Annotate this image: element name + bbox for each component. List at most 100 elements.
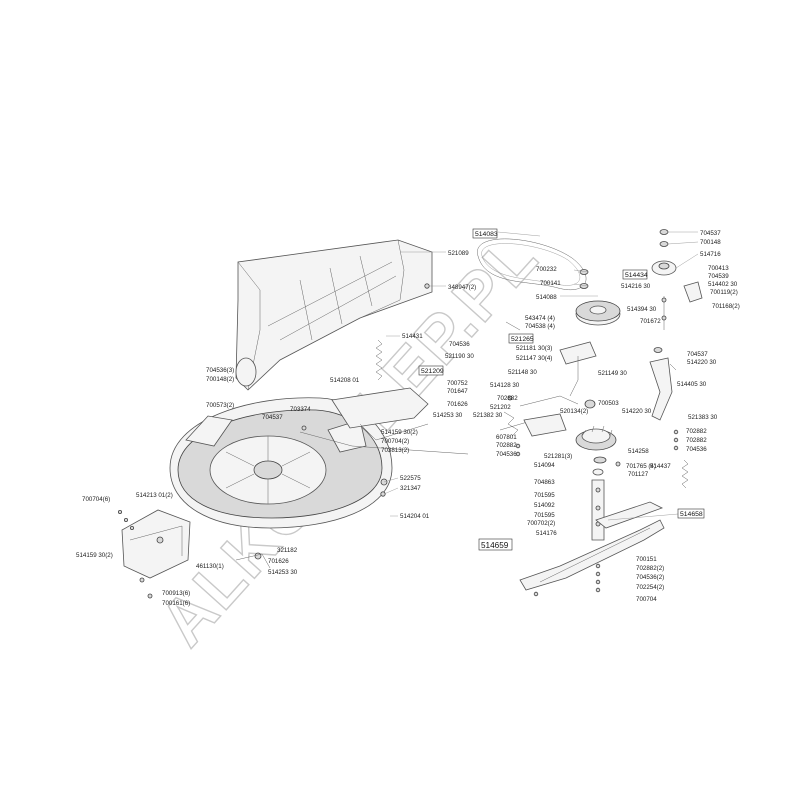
part-label: 520134(2) <box>560 408 588 415</box>
part-label: 521281(3) <box>544 453 572 460</box>
part-label: 700573(2) <box>206 402 234 409</box>
part-label: 514092 <box>534 502 555 509</box>
part-label: 700148(2) <box>206 376 234 383</box>
part-label: 700752 <box>447 380 468 387</box>
part-label: 704536(2) <box>636 574 664 581</box>
part-label: 702882(2) <box>636 565 664 572</box>
part-label: 700704(6) <box>82 496 110 503</box>
boxed-label: 514658 <box>680 511 703 518</box>
part-label: 704538 (4) <box>525 323 555 330</box>
part-label: 321182 <box>277 547 298 554</box>
part-label: 701595 <box>534 492 555 499</box>
part-label: 704537 <box>687 351 708 358</box>
part-label: 514402 30 <box>708 281 738 288</box>
part-label: 704537 <box>700 230 721 237</box>
mower-deck <box>169 397 393 560</box>
part-label: 514258 <box>628 448 649 455</box>
part-label: 514128 30 <box>490 382 520 389</box>
part-label: 521202 <box>490 404 511 411</box>
part-label: 701595 <box>534 512 555 519</box>
part-label: 704536 <box>496 451 517 458</box>
mower-blade <box>519 501 665 597</box>
side-plate <box>118 509 271 599</box>
part-label: 701647 <box>447 388 468 395</box>
main-pulley <box>575 269 621 326</box>
part-label: 700913(6) <box>162 590 190 597</box>
tension-arm <box>499 321 597 457</box>
part-label: 700161(6) <box>162 600 190 607</box>
part-label: 514253 30 <box>268 569 298 576</box>
part-label: 700413 <box>708 265 729 272</box>
part-label: 701626 <box>447 401 468 408</box>
right-pulley-assembly <box>649 229 703 451</box>
part-label: 514216 30 <box>621 283 651 290</box>
part-label: 514253 30 <box>433 412 463 419</box>
part-label: 704536 <box>686 446 707 453</box>
part-label: 701765 (4) <box>626 463 656 470</box>
part-label: 514220 30 <box>622 408 652 415</box>
part-label: 514394 30 <box>627 306 657 313</box>
part-label: 700704(2) <box>381 438 409 445</box>
part-label: 701127 <box>628 471 649 478</box>
part-label: 701626 <box>268 558 289 565</box>
part-label: 704536 <box>449 341 470 348</box>
part-label: 514716 <box>700 251 721 258</box>
part-label: 704536(3) <box>206 367 234 374</box>
part-label: 521148 30 <box>508 369 537 376</box>
part-label: 522575 <box>400 475 421 482</box>
part-label: 514431 <box>402 333 423 340</box>
part-label: 700503 <box>598 400 619 407</box>
part-label: 461130(1) <box>196 563 224 570</box>
part-label: 703374 <box>290 406 311 413</box>
leader-lines <box>383 231 699 521</box>
part-label: 521382 30 <box>473 412 503 419</box>
spring-left <box>375 339 383 381</box>
part-label: 521147 30(4) <box>516 355 552 362</box>
part-label: 702882 <box>686 428 707 435</box>
grass-chute <box>235 239 433 391</box>
part-label: 700141 <box>540 280 561 287</box>
part-label: 543474 (4) <box>525 315 555 322</box>
part-label: 521089 <box>448 250 469 257</box>
part-label: 701168(2) <box>712 303 740 310</box>
deck-bracket <box>299 387 469 455</box>
part-label: 700702(2) <box>527 520 555 527</box>
part-label: 514208 01 <box>330 377 360 384</box>
part-label: 607801 <box>496 434 517 441</box>
boxed-labels: 514083 514434 521265 521209 514659 51465… <box>418 228 705 551</box>
boxed-label: 521265 <box>511 336 534 343</box>
part-label: 521149 30 <box>598 370 627 377</box>
part-label: 514176 <box>536 530 557 537</box>
part-label: 704539 <box>708 273 729 280</box>
part-label: 702882 <box>496 442 517 449</box>
boxed-label: 514434 <box>625 272 648 279</box>
boxed-label: 514083 <box>475 231 498 238</box>
part-label: 514220 30 <box>687 359 717 366</box>
part-label: 514088 <box>536 294 557 301</box>
part-label: 348947(2) <box>448 284 476 291</box>
part-label: 514159 30(2) <box>381 429 418 436</box>
part-label: 521190 30 <box>445 353 474 360</box>
boxed-label: 521209 <box>421 368 444 375</box>
part-label: 702882 <box>497 395 518 402</box>
part-label: 521383 30 <box>688 414 718 421</box>
part-label: 514159 30(2) <box>76 552 113 559</box>
part-label: 700151 <box>636 556 657 563</box>
part-labels: 521089 348947(2) 514431 704536 521190 30… <box>76 230 740 607</box>
boxed-label: 514659 <box>481 541 509 550</box>
blade-spindle <box>575 425 621 541</box>
part-label: 514204 01 <box>400 513 430 520</box>
part-label: 514094 <box>534 462 555 469</box>
part-label: 514437 <box>650 463 671 470</box>
part-label: 701672 <box>640 318 661 325</box>
part-label: 700119(2) <box>710 289 738 296</box>
part-label: 704537 <box>262 414 283 421</box>
part-label: 700704 <box>636 596 657 603</box>
part-label: 321347 <box>400 485 421 492</box>
spring-right <box>681 459 689 489</box>
part-label: 521181 30(3) <box>516 345 552 352</box>
part-label: 702882 <box>686 437 707 444</box>
part-label: 514213 01(2) <box>136 492 173 499</box>
part-label: 700148 <box>700 239 721 246</box>
